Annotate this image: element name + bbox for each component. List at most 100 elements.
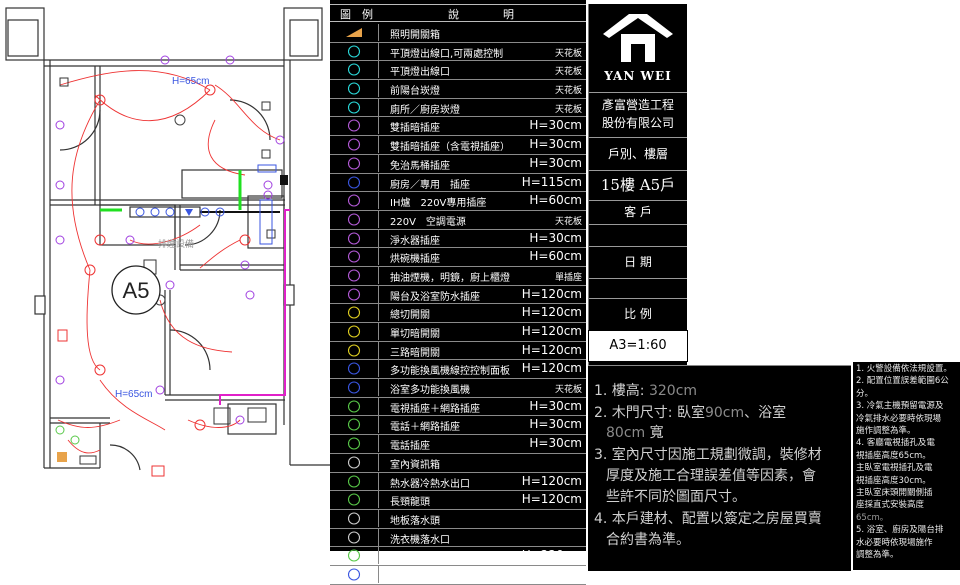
client-label: 客 戶 xyxy=(589,200,687,225)
legend-header: 圖 例 說 明 xyxy=(330,4,586,22)
legend-note: H=30cm xyxy=(529,417,582,432)
plan-panel-lines xyxy=(100,170,288,213)
legend-note: H=30cm xyxy=(529,436,582,451)
legend-desc: 長頸龍頭 xyxy=(390,497,430,509)
note-1-prefix: 1. 樓高: xyxy=(594,383,649,399)
side-note-line: 冷氣排水必要時依現場 xyxy=(856,413,942,424)
legend-row: 熱水器冷熱水出口 H=120cm xyxy=(330,472,586,492)
legend-row: 洗衣機落水口 xyxy=(330,528,586,548)
note-2b-value: 80cm xyxy=(606,425,646,441)
scale-value: A3=1:60 xyxy=(588,330,688,362)
floor-plan: A5 H=65cm H=65cm 排煙設備 xyxy=(5,7,330,477)
legend-symbol-icon xyxy=(330,360,379,378)
side-note-line: 4. 客廳電視插孔及電 xyxy=(856,438,935,449)
side-note-line: 5. 浴室、廚房及陽台排 xyxy=(856,525,944,536)
legend-header-desc: 說 明 xyxy=(448,8,514,21)
legend-desc: 雙插暗插座（含電視插座） xyxy=(390,142,510,154)
plan-circuits xyxy=(57,70,281,454)
legend-row: 220V 空調電源天花板 xyxy=(330,210,586,230)
legend-desc: 雙插暗插座 xyxy=(390,123,440,135)
legend-note: H=120cm xyxy=(521,286,582,301)
legend-desc: 抽油煙機，明鏡，廚上櫃燈 xyxy=(390,272,510,284)
plan-walls xyxy=(5,7,330,471)
legend-symbol-icon xyxy=(330,61,379,79)
legend-row: 廁所／廚房崁燈天花板 xyxy=(330,98,586,118)
side-note-line: 65cm。 xyxy=(856,512,889,523)
legend-note: H=30cm xyxy=(529,155,582,170)
legend-desc: 浴室多功能換風機 xyxy=(390,385,470,397)
legend-symbol-icon xyxy=(330,192,379,210)
equipment-label: 排煙設備 xyxy=(158,238,194,250)
note-2-mid: 90cm xyxy=(704,405,745,421)
legend-note: H=60cm xyxy=(529,193,582,208)
side-note-line: 2. 配置位置誤差範圍6公 xyxy=(856,376,949,387)
legend-desc: 前陽台崁燈 xyxy=(390,86,440,98)
side-note-line: 施作調整為準。 xyxy=(856,426,916,436)
side-note-line: 調整為準。 xyxy=(856,550,899,560)
legend-symbol-icon xyxy=(330,565,379,583)
legend-symbol-icon xyxy=(330,528,379,546)
legend-desc: 電視插座＋網路插座 xyxy=(390,403,480,415)
legend-symbol-icon xyxy=(330,509,379,527)
legend-symbol-icon xyxy=(330,24,379,41)
company-logo: YAN WEI xyxy=(589,4,687,93)
legend-row: 雙插暗插座 H=30cm xyxy=(330,117,586,137)
legend-desc: 廚房／專用 插座 xyxy=(390,179,470,191)
side-note-line: 3. 冷氣主機預留電源及 xyxy=(856,401,944,412)
legend-desc: 電話＋網路插座 xyxy=(390,422,460,434)
legend-note: H=10 cm xyxy=(517,568,582,583)
legend-row: 室內資訊箱 xyxy=(330,453,586,473)
legend-desc: 分離式冷氣位置 xyxy=(390,571,460,583)
side-note-line: 主臥室電視插孔及電 xyxy=(856,463,933,474)
note-2b: 80cm 寬 xyxy=(606,422,664,442)
legend-symbol-icon xyxy=(330,435,379,453)
unit-label: A5 xyxy=(123,278,150,303)
legend-symbol-icon xyxy=(330,491,379,509)
company-line-2: 股份有限公司 xyxy=(601,116,674,130)
legend-row: 平頂燈出線口,可兩處控制天花板 xyxy=(330,42,586,62)
legend-note: 天花板 xyxy=(554,104,582,115)
height-label-bottom: H=65cm xyxy=(115,389,153,400)
legend-desc: IH爐 220V專用插座 xyxy=(390,198,487,210)
side-note-line: 視插座高度30cm。 xyxy=(856,475,931,486)
side-note-line: 座採直式安裝高度 xyxy=(856,500,925,511)
legend-desc: 地板落水頭 xyxy=(390,515,440,527)
legend-desc: 熱水器冷熱水出口 xyxy=(390,478,470,490)
legend-desc: 總切開關 xyxy=(390,310,430,322)
legend-desc: 室內資訊箱 xyxy=(390,459,440,471)
unit-floor-value: 15樓 A5戶 xyxy=(589,170,687,201)
legend-desc: 照明開關箱 xyxy=(390,30,440,41)
legend-note: H=120cm xyxy=(521,305,582,320)
plan-symbols xyxy=(55,55,285,477)
legend-symbol-icon xyxy=(330,304,379,322)
note-3b: 厚度及施工合理誤差值等因素，會 xyxy=(606,468,816,484)
legend-desc: 洗衣機落水口 xyxy=(390,534,450,546)
legend-note: H=30cm xyxy=(529,398,582,413)
legend-note: H=30cm xyxy=(529,118,582,133)
side-notes: 1. 火警設備依法規設置。2. 配置位置誤差範圍6公 分。3. 冷氣主機預留電源… xyxy=(853,362,960,570)
legend-desc: 平頂燈出線口,可兩處控制 xyxy=(390,48,504,60)
height-label-top: H=65cm xyxy=(172,76,210,87)
legend-symbol-icon xyxy=(330,98,379,116)
title-block: YAN WEI 彥富營造工程 股份有限公司 戶別、樓層 15樓 A5戶 客 戶 … xyxy=(588,4,687,368)
legend-note: H=120cm xyxy=(521,473,582,488)
note-3a: 3. 室內尺寸因施工規劃微調，裝修材 xyxy=(594,447,822,463)
legend-symbol-icon xyxy=(330,248,379,266)
legend-symbol-icon xyxy=(330,379,379,397)
unit-bubble xyxy=(111,265,161,315)
legend-note: 天花板 xyxy=(554,86,582,97)
legend-note: H=220cm xyxy=(521,548,582,563)
legend-note: 天花板 xyxy=(554,216,582,227)
legend-note: H=60cm xyxy=(529,249,582,264)
note-2: 2. 木門尺寸: 臥室90cm、浴室 xyxy=(594,402,786,422)
brand-name: YAN WEI xyxy=(604,69,672,83)
legend-note: H=120cm xyxy=(521,492,582,507)
legend-rows: 照明開關箱平頂燈出線口,可兩處控制天花板平頂燈出線口天花板前陽台崁燈天花板廁所／… xyxy=(330,24,586,585)
legend-symbol-icon xyxy=(330,285,379,303)
legend-row: 總切開關 H=120cm xyxy=(330,304,586,323)
legend-row: IH爐 220V專用插座 H=60cm xyxy=(330,192,586,211)
legend-symbol-icon xyxy=(330,80,379,98)
